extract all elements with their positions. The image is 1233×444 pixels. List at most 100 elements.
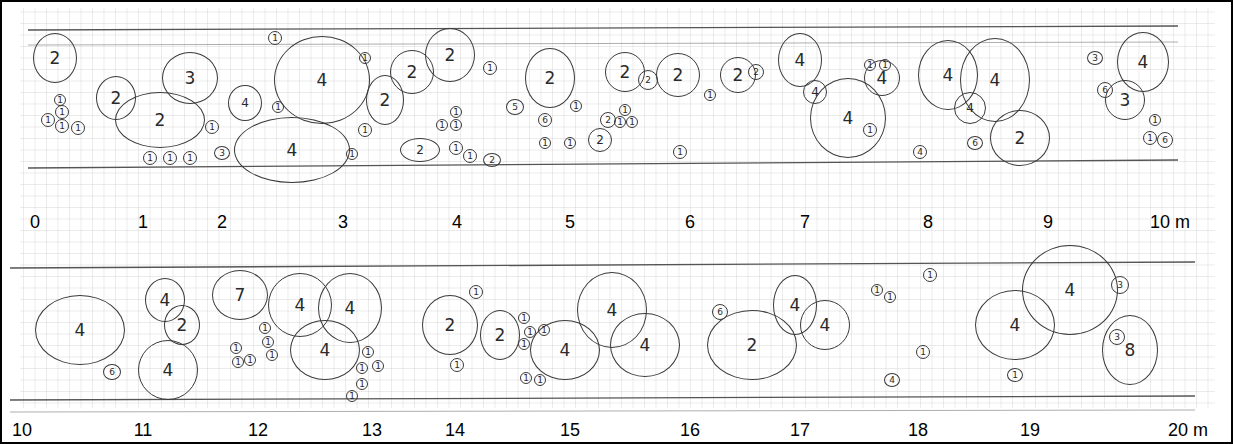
axis-label: 10 [12,421,32,439]
cover-class: 1 [265,338,271,347]
cover-class: 1 [45,116,51,125]
plant-circle: 4 [268,273,332,337]
plant-circle: 2 [422,295,478,355]
plant-circle: 2 [366,75,404,125]
cover-class: 1 [59,108,65,117]
plant-circle: 1 [524,326,536,338]
cover-class: 1 [487,64,493,73]
axis-label: 20 m [1168,421,1208,439]
plant-circle: 1 [346,148,358,160]
plant-circle: 1 [266,349,278,361]
plant-circle: 4 [610,313,680,377]
cover-class: 3 [1120,92,1131,109]
plant-circle: 1 [358,123,372,137]
plant-circle: 4 [35,295,125,365]
plant-circle: 1 [268,31,282,45]
plant-circle: 1 [483,61,497,75]
cover-class: 4 [1138,54,1149,71]
plant-circle: 1 [359,52,371,64]
plant-circle: 1 [272,101,284,113]
plant-circle: 1 [450,119,462,131]
cover-class: 2 [545,70,556,87]
plant-circle: 3 [214,146,230,160]
cover-class: 1 [629,118,635,127]
cover-class: 1 [927,271,933,280]
plant-circle: 1 [259,322,271,334]
cover-class: 1 [677,148,683,157]
plant-circle: 1 [143,151,157,165]
cover-class: 6 [1102,86,1108,95]
cover-class: 4 [560,342,571,359]
cover-class: 2 [489,156,495,165]
axis-label: 11 [134,421,153,439]
plant-circle: 1 [230,342,242,354]
plant-circle: 1 [1007,368,1023,382]
cover-class: 1 [359,364,365,373]
cover-class: 4 [320,342,331,359]
cover-class: 1 [275,103,281,112]
axis-label: 19 [1020,421,1040,439]
cover-class: 6 [972,139,978,148]
cover-class: 4 [345,300,356,317]
axis-label: 14 [445,421,465,439]
cover-class: 1 [454,361,460,370]
cover-class: 1 [272,34,278,43]
plant-circle: 4 [1117,32,1169,92]
axis-label: 8 [923,213,933,231]
plant-circle: 2 [164,305,200,345]
cover-class: 4 [640,337,651,354]
cover-class: 1 [523,374,529,383]
plant-circle: 2 [390,50,434,94]
plant-circle: 2 [720,57,756,93]
cover-class: 1 [453,144,459,153]
plant-circle: 1 [564,137,576,149]
plant-circle: 6 [103,364,121,380]
cover-class: 1 [247,356,253,365]
cover-class: 2 [177,317,188,334]
cover-class: 3 [1117,281,1123,290]
cover-class: 1 [467,152,473,161]
plant-circle: 2 [425,28,475,82]
axis-label: 16 [680,421,700,439]
cover-class: 2 [445,317,456,334]
plant-circle: 2 [588,128,612,152]
plant-circle: 4 [778,33,822,87]
plant-circle: 1 [436,119,448,131]
cover-class: 3 [1092,54,1098,63]
plant-circle: 1 [884,291,896,303]
plant-circle: 1 [534,374,546,386]
plant-circle: 4 [800,300,850,350]
cover-class: 1 [365,348,371,357]
plant-circle: 4 [318,273,382,343]
plant-circle: 1 [183,151,197,165]
cover-class: 1 [867,126,873,135]
cover-class: 5 [512,103,518,112]
cover-class: 2 [495,327,506,344]
cover-class: 1 [527,328,533,337]
cover-class: 1 [362,126,368,135]
cover-class: 4 [917,148,923,157]
plant-circle: 6 [1157,132,1173,148]
plant-circle: 1 [863,123,877,137]
plant-circle: 1 [673,145,687,159]
cover-class: 2 [747,337,758,354]
plant-circle: 4 [577,272,647,348]
plant-circle: 1 [538,324,550,336]
cover-class: 4 [795,52,806,69]
plant-circle: 1 [362,346,374,358]
cover-class: 4 [820,317,831,334]
cover-class: 2 [445,47,456,64]
cover-class: 1 [147,154,153,163]
cover-class: 4 [877,70,888,87]
plant-circle: 1 [626,116,638,128]
plant-circle: 8 [1102,315,1158,385]
plant-circle: 1 [916,345,930,359]
plant-circle: 4 [975,290,1055,360]
cover-class: 2 [380,92,391,109]
plant-circle: 1 [372,360,384,372]
plant-circle: 1 [356,362,368,374]
plant-circle: 2 [748,64,764,80]
plant-circle: 3 [1105,80,1145,120]
plant-circle: 1 [450,106,462,118]
